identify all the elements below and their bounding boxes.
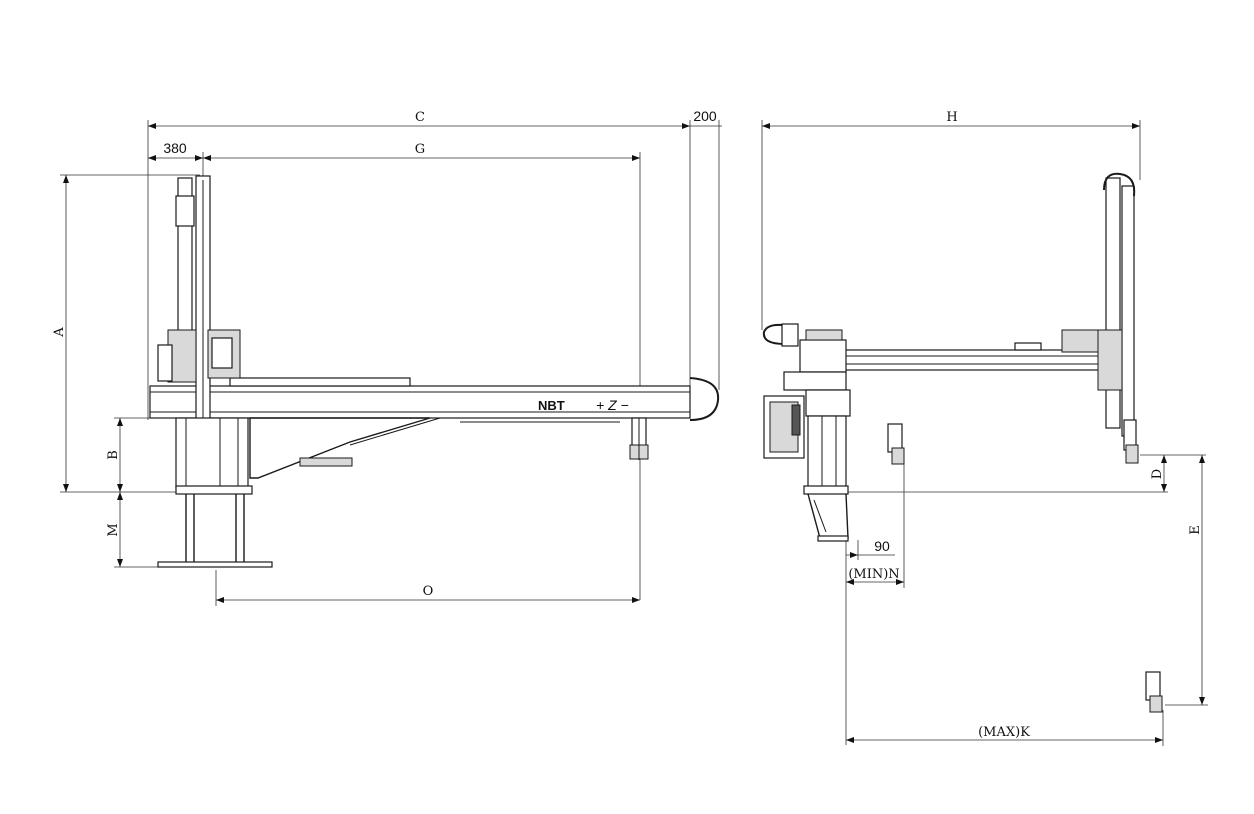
brand-logo: NBT <box>538 398 565 413</box>
dimension-m-label: M <box>106 523 121 536</box>
dimension-o: O <box>215 570 640 606</box>
dimension-d-label: D <box>1150 469 1165 479</box>
dimension-max-k-label: (MAX)K <box>978 725 1030 740</box>
axis-label: + Z − <box>596 397 629 413</box>
pedestal-stand <box>157 417 273 568</box>
gripper-min-position <box>887 423 905 465</box>
beam-gusset <box>249 417 620 479</box>
dimension-c: C <box>147 110 691 420</box>
main-beam: NBT + Z − <box>149 377 720 421</box>
dimension-a-label: A <box>52 327 67 338</box>
side-vertical-arm <box>1097 172 1139 464</box>
dimension-200: 200 <box>690 108 722 390</box>
dimension-90-label: 90 <box>874 538 890 554</box>
dimension-b: B <box>106 417 175 492</box>
beam-end-gripper <box>629 417 649 460</box>
dimension-b-label: B <box>106 450 121 460</box>
dimension-o-label: O <box>423 584 434 599</box>
vertical-column <box>803 415 849 542</box>
dimension-g-label: G <box>415 142 425 157</box>
dimension-380-g: 380 G <box>148 140 641 600</box>
dimension-min-n: (MIN)N <box>845 462 905 745</box>
dimension-c-label: C <box>415 110 425 125</box>
dimension-380-label: 380 <box>163 140 187 156</box>
carriage-block <box>762 323 851 459</box>
dimension-m: M <box>106 492 160 568</box>
dimension-min-n-label: (MIN)N <box>848 567 899 582</box>
side-view: H D E 90 <box>761 110 1208 746</box>
dimension-e: E <box>1165 455 1208 706</box>
dimension-h-label: H <box>946 110 957 125</box>
front-view: C 200 380 G A <box>52 108 722 606</box>
dimension-e-label: E <box>1188 525 1203 535</box>
dimension-200-label: 200 <box>693 108 717 124</box>
dimension-90: 90 <box>846 538 895 560</box>
dimension-max-k: (MAX)K <box>846 710 1164 746</box>
dimension-h: H <box>761 110 1141 330</box>
gripper-max-position <box>1145 671 1163 713</box>
traverse-beam <box>844 329 1106 371</box>
dimension-d: D <box>840 454 1206 493</box>
